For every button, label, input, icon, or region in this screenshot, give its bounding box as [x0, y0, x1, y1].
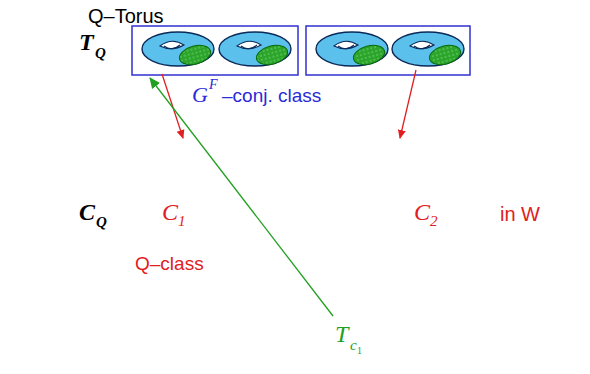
- superscript: F: [209, 78, 218, 92]
- diagram-heading: Q–Torus: [88, 6, 164, 26]
- torus-part: [334, 41, 358, 49]
- symbol-letter: C: [414, 200, 430, 224]
- symbol-letter: T: [335, 322, 348, 346]
- subscript: Q: [96, 215, 107, 230]
- class-frame: [132, 26, 298, 75]
- subscript: 1: [357, 346, 362, 356]
- class-label: –conj. class: [222, 86, 321, 105]
- torus-part: [160, 41, 184, 49]
- class-frame: [306, 26, 470, 75]
- torus-part: [254, 42, 290, 68]
- symbol-letter: C: [162, 200, 178, 224]
- torus-part: [177, 42, 213, 68]
- subscript: 1: [178, 214, 186, 229]
- torus-part: [164, 45, 180, 49]
- subscript: Q: [95, 46, 106, 61]
- symbol-letter: G: [192, 84, 208, 106]
- torus-part: [351, 42, 387, 68]
- torus-part: [338, 45, 354, 49]
- torus-part: [410, 41, 434, 49]
- symbol-letter: T: [79, 30, 94, 54]
- class-label: Q–class: [135, 254, 204, 273]
- torus-part: [427, 42, 463, 68]
- subscript: 2: [430, 214, 438, 229]
- leader-arrow: [400, 70, 416, 138]
- torus-part: [237, 41, 261, 49]
- subscript: c: [350, 338, 357, 353]
- set-label: in W: [500, 204, 540, 224]
- leader-arrow: [150, 78, 333, 316]
- leader-arrow: [162, 74, 183, 138]
- symbol-letter: C: [79, 200, 95, 224]
- torus-part: [241, 45, 257, 49]
- torus-part: [414, 45, 430, 49]
